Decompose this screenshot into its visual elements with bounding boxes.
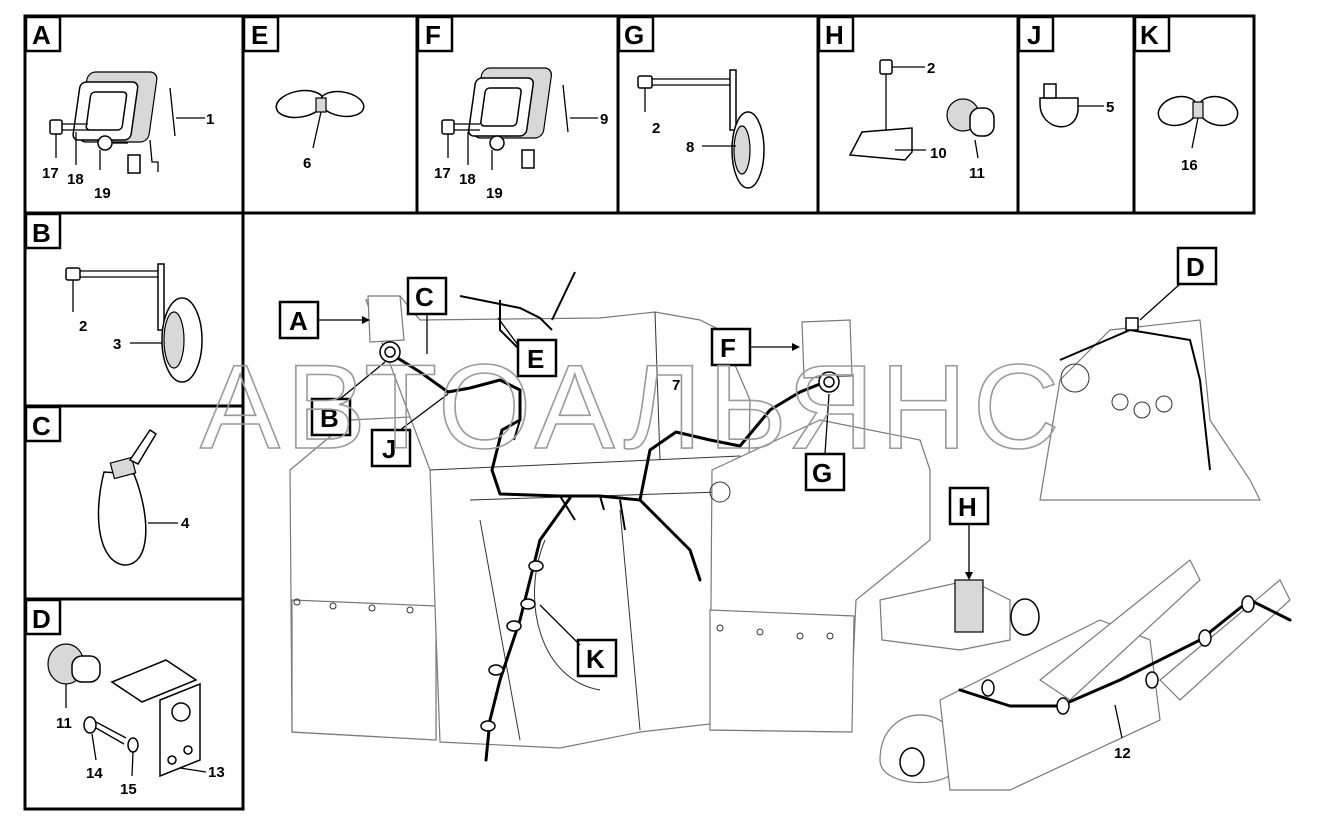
svg-text:K: K: [1140, 20, 1159, 50]
washer-icon: [127, 737, 139, 777]
callout-a: A: [278, 300, 370, 340]
callout-b: B: [310, 361, 386, 437]
svg-text:2: 2: [927, 60, 935, 77]
svg-text:E: E: [251, 20, 268, 50]
callout-f: F: [710, 327, 800, 367]
panel-f: F 9 17 18 19: [416, 15, 608, 202]
svg-text:11: 11: [969, 165, 985, 182]
svg-text:F: F: [720, 333, 736, 363]
work-lamp-icon: [467, 67, 598, 169]
svg-text:C: C: [32, 411, 51, 441]
horn-icon: [637, 69, 765, 189]
svg-text:3: 3: [113, 336, 121, 353]
panel-k: K 16: [1133, 15, 1239, 174]
panel-g: G 2 8: [617, 15, 765, 189]
panel-c: C 4: [24, 405, 190, 566]
svg-text:H: H: [958, 492, 977, 522]
svg-text:2: 2: [652, 120, 660, 137]
svg-text:18: 18: [459, 171, 476, 188]
callout-e: E: [497, 317, 558, 378]
svg-text:17: 17: [42, 165, 59, 182]
svg-text:4: 4: [181, 515, 190, 532]
machine-chassis: [289, 295, 931, 749]
svg-text:5: 5: [1106, 99, 1114, 116]
svg-text:18: 18: [67, 171, 84, 188]
panel-j: J 5: [1017, 15, 1114, 128]
panel-a: A 1 17 18 19: [24, 15, 214, 202]
svg-text:B: B: [32, 218, 51, 248]
callout-g: G: [804, 393, 846, 492]
panel-h: H 2 10 11: [817, 15, 995, 182]
cable-tie-icon: [97, 428, 178, 566]
bulb-icon: [75, 132, 128, 170]
svg-text:G: G: [812, 458, 832, 488]
clamp-icon: [1039, 83, 1104, 128]
panel-d-frame: [23, 597, 245, 811]
svg-text:19: 19: [94, 185, 111, 202]
svg-text:8: 8: [686, 139, 694, 156]
svg-text:D: D: [32, 604, 51, 634]
callout-j: J: [370, 393, 449, 468]
plug-icon: [47, 643, 101, 708]
svg-text:1: 1: [206, 111, 214, 128]
callout-c: C: [406, 276, 448, 354]
plug-icon: [946, 98, 995, 159]
svg-text:F: F: [425, 20, 441, 50]
double-clamp-icon: [275, 89, 365, 149]
svg-text:9: 9: [600, 111, 608, 128]
svg-text:G: G: [624, 20, 644, 50]
svg-text:10: 10: [930, 145, 947, 162]
bracket-icon: [110, 659, 207, 778]
bolt-icon: [83, 716, 127, 761]
panel-e: E 6: [242, 15, 365, 172]
svg-text:11: 11: [56, 715, 72, 732]
svg-text:19: 19: [486, 185, 503, 202]
svg-text:17: 17: [434, 165, 451, 182]
bolt-icon: [441, 119, 480, 158]
cable-number: 12: [1114, 745, 1131, 762]
callout-k: K: [539, 604, 618, 678]
bolt-icon: [49, 119, 88, 158]
callout-d: D: [1139, 246, 1218, 321]
bracket-icon: [848, 127, 926, 161]
svg-text:J: J: [1027, 20, 1041, 50]
svg-text:E: E: [527, 344, 544, 374]
callout-h: H: [948, 486, 990, 580]
panel-a-letter: A: [32, 20, 51, 50]
svg-text:16: 16: [1181, 157, 1198, 174]
double-clamp-icon: [1157, 95, 1239, 149]
detail-d-view: [1039, 317, 1261, 501]
panel-d: D 11 14 15 13: [24, 598, 225, 798]
horn-icon: [65, 263, 203, 383]
bolt-icon: [879, 59, 925, 130]
svg-text:H: H: [825, 20, 844, 50]
svg-text:K: K: [586, 644, 605, 674]
harness-number: 7: [672, 377, 680, 394]
svg-text:15: 15: [120, 781, 137, 798]
svg-text:2: 2: [79, 318, 87, 335]
panel-b: B 2 3: [24, 212, 203, 383]
watermark-text: АВТОАЛЬЯНС: [200, 340, 1065, 474]
svg-text:B: B: [320, 403, 339, 433]
svg-text:14: 14: [86, 765, 103, 782]
svg-text:J: J: [382, 434, 396, 464]
svg-text:D: D: [1186, 252, 1205, 282]
work-lamp-icon: [72, 71, 205, 174]
svg-text:6: 6: [303, 155, 311, 172]
svg-text:C: C: [415, 282, 434, 312]
wiring-harness: [379, 271, 840, 762]
axle-detail: [879, 559, 1292, 791]
svg-text:13: 13: [208, 764, 225, 781]
bulb-icon: [467, 132, 505, 170]
svg-text:A: A: [289, 306, 308, 336]
